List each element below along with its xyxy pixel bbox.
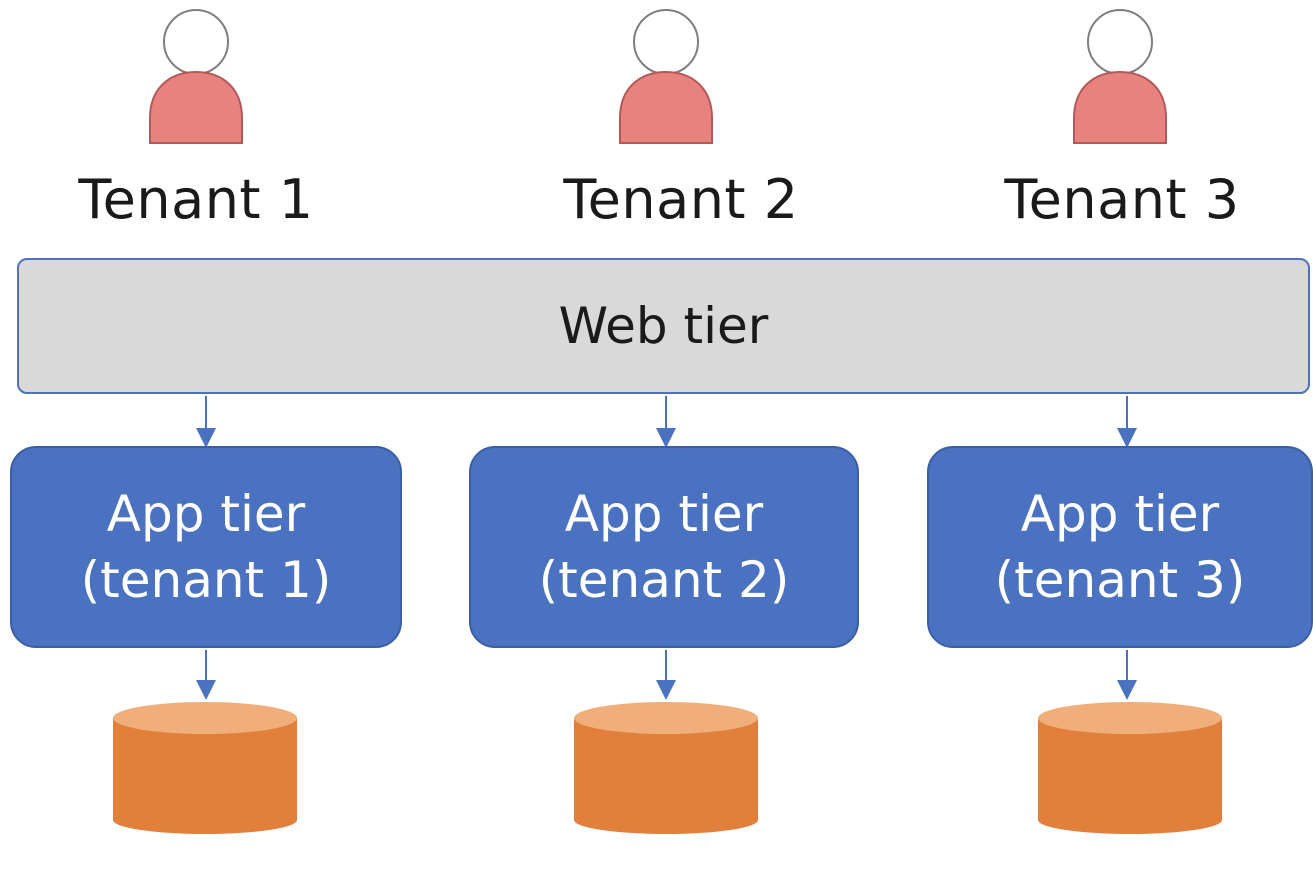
app-tier-title: App tier <box>106 485 306 543</box>
database-icon-tenant-2 <box>574 702 758 834</box>
person-icon-tenant-3 <box>1073 9 1167 144</box>
app-tier-box-tenant-2: App tier (tenant 2) <box>469 446 859 648</box>
database-icon-tenant-3 <box>1038 702 1222 834</box>
app-tier-title: App tier <box>1020 485 1220 543</box>
app-tier-tenant: (tenant 3) <box>994 551 1246 609</box>
person-icon-tenant-1 <box>149 9 243 144</box>
tenant-label-3: Tenant 3 <box>1004 168 1240 231</box>
app-tier-tenant: (tenant 2) <box>538 551 790 609</box>
tenant-label-2: Tenant 2 <box>563 168 799 231</box>
web-tier-box: Web tier <box>17 258 1310 394</box>
web-tier-label: Web tier <box>558 297 769 355</box>
app-tier-title: App tier <box>564 485 764 543</box>
app-tier-tenant: (tenant 1) <box>80 551 332 609</box>
database-icon-tenant-1 <box>113 702 297 834</box>
tenant-label-1: Tenant 1 <box>78 168 314 231</box>
app-tier-box-tenant-3: App tier (tenant 3) <box>927 446 1313 648</box>
person-icon-tenant-2 <box>619 9 713 144</box>
app-tier-box-tenant-1: App tier (tenant 1) <box>10 446 402 648</box>
